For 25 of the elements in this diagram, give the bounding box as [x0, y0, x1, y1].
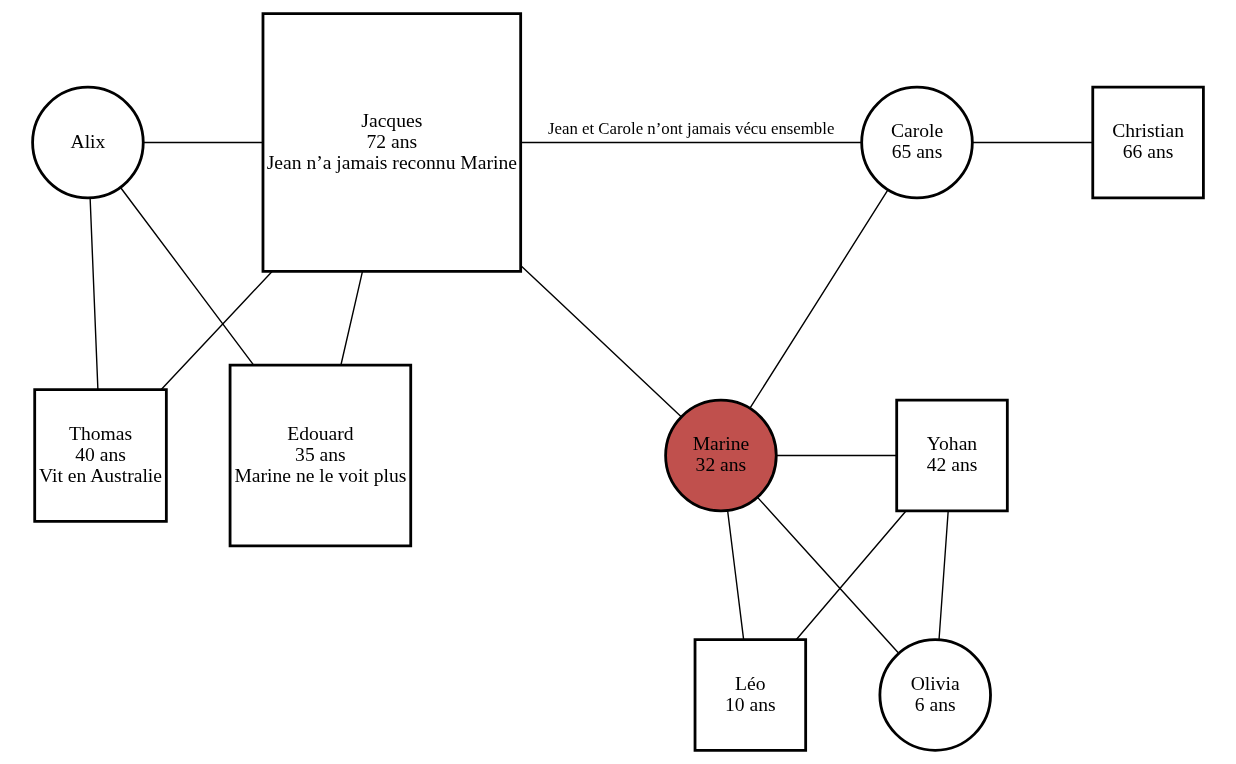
node-box: Christian 66 ans: [1091, 85, 1205, 200]
connector: [89, 197, 99, 391]
connector: [143, 141, 264, 144]
connector: [120, 187, 254, 366]
node-circle: Olivia 6 ans: [878, 638, 992, 752]
connector: [795, 510, 907, 641]
connector: [340, 270, 364, 366]
connector: [160, 270, 273, 391]
connector: [749, 189, 889, 409]
node-box: Yohan 42 ans: [895, 398, 1009, 513]
node-box: Edouard 35 ans Marine ne le voit plus: [228, 363, 413, 548]
node-box: Jacques 72 ans Jean n’a jamais reconnu Marine: [261, 12, 523, 273]
node-circle: Alix: [31, 85, 145, 200]
connector: [520, 264, 682, 418]
connector: [520, 141, 862, 144]
node-circle: Carole 65 ans: [860, 85, 974, 200]
connector: [938, 510, 949, 641]
connector: [726, 509, 745, 640]
node-box: Thomas 40 ans Vit en Australie: [33, 388, 168, 523]
connector: [775, 454, 898, 457]
connector: [757, 496, 900, 654]
edge-label: Jean et Carole n’ont jamais vécu ensemble: [547, 118, 835, 138]
node-box: Léo 10 ans: [693, 638, 808, 752]
connector: [971, 141, 1094, 144]
node-circle: Marine 32 ans: [664, 398, 778, 513]
